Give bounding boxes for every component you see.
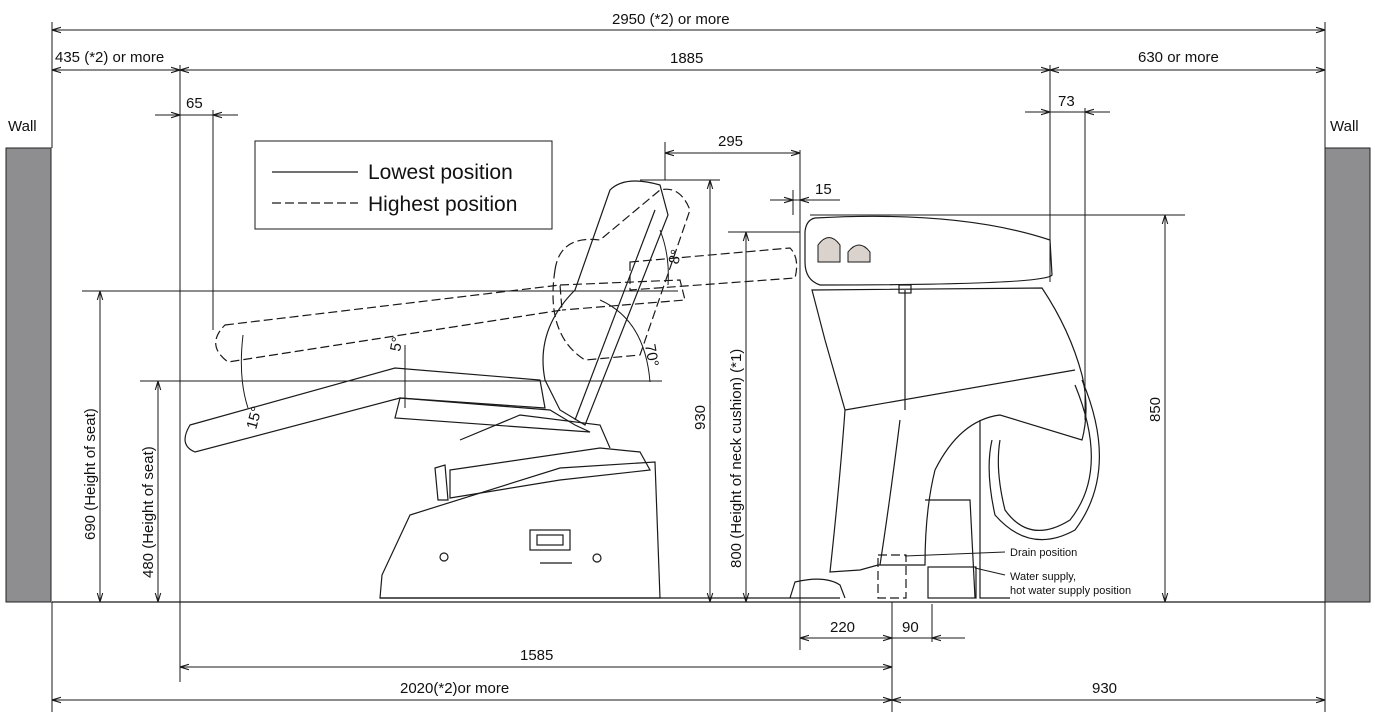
dim-930-bottom: 930: [1092, 680, 1117, 697]
dim-right-clearance: 630 or more: [1138, 49, 1219, 66]
legend-highest: Highest position: [368, 193, 517, 216]
angle-15: 15°: [243, 405, 265, 431]
dim-chair-span: 1885: [670, 50, 703, 67]
water-label-2: hot water supply position: [1010, 585, 1131, 597]
chair-lowest: [184, 180, 840, 599]
wall-right-label: Wall: [1330, 118, 1359, 135]
angle-5: 5°: [387, 336, 406, 353]
wall-left-label: Wall: [8, 118, 37, 135]
wall-left: [5, 147, 52, 603]
dim-1585: 1585: [520, 647, 553, 664]
angle-70: 70°: [641, 343, 662, 368]
dim-2020: 2020(*2)or more: [400, 680, 509, 697]
shampoo-unit: [789, 215, 1100, 599]
angle-8: 8°: [665, 248, 685, 266]
dim-left-clearance: 435 (*2) or more: [55, 49, 164, 66]
dim-65: 65: [186, 95, 203, 112]
dim-295: 295: [718, 133, 743, 150]
dim-480: 480 (Height of seat): [140, 446, 157, 578]
legend-box: [254, 140, 553, 230]
dim-690: 690 (Height of seat): [82, 408, 99, 540]
water-label-1: Water supply,: [1010, 571, 1076, 583]
legend-lowest: Lowest position: [368, 161, 513, 184]
dim-800: 800 (Height of neck cushion) (*1): [728, 349, 745, 568]
dim-73: 73: [1058, 93, 1075, 110]
drain-label: Drain position: [1010, 547, 1077, 559]
wall-right: [1324, 147, 1371, 603]
dim-930-height: 930: [692, 405, 709, 430]
dim-15: 15: [815, 181, 832, 198]
chair-highest: [215, 188, 798, 363]
dim-90: 90: [902, 619, 919, 636]
dim-total-label: 2950 (*2) or more: [612, 11, 730, 28]
dim-850: 850: [1147, 397, 1164, 422]
dim-220: 220: [830, 619, 855, 636]
